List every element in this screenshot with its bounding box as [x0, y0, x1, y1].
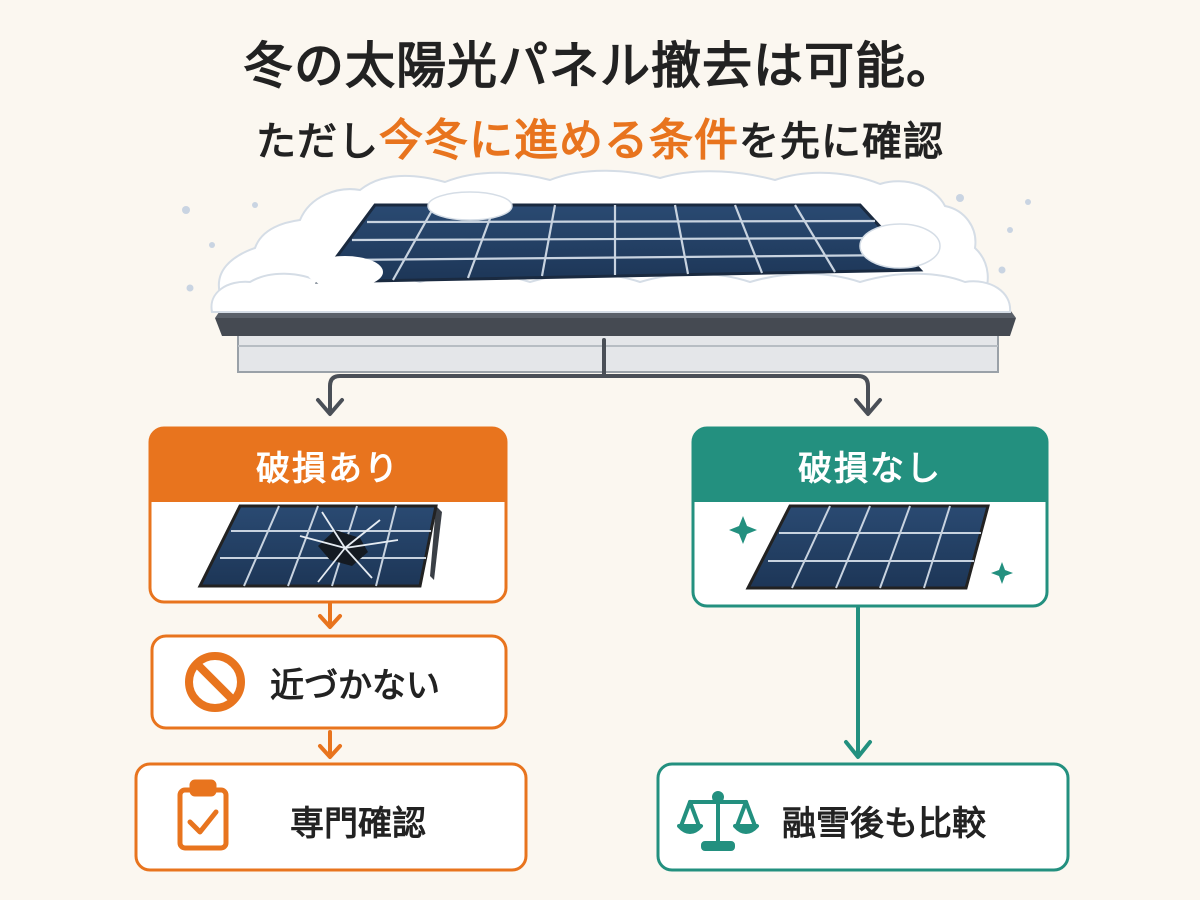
right-branch-header: 破損なし	[693, 428, 1047, 502]
left-step1-label: 近づかない	[270, 665, 440, 706]
subtitle-suffix: を先に確認	[739, 119, 944, 165]
page-subtitle: ただし今冬に進める条件を先に確認	[0, 104, 1200, 168]
left-branch-header: 破損あり	[150, 428, 506, 502]
left-step1-frame	[150, 634, 508, 730]
right-flow-arrow	[844, 606, 872, 759]
subtitle-prefix: ただし	[256, 119, 379, 165]
sparkle-icon	[729, 516, 1013, 584]
snowflakes	[182, 194, 1031, 292]
subtitle-accent: 今冬に進める条件	[379, 115, 739, 166]
right-step1-frame	[656, 762, 1070, 872]
left-flow-arrows	[318, 602, 342, 759]
prohibited-icon	[185, 652, 245, 712]
broken-panel-illustration	[197, 504, 442, 588]
left-step2-frame	[134, 762, 528, 872]
right-step1-label: 融雪後も比較	[782, 803, 986, 844]
clipboard-check-icon	[177, 779, 229, 851]
intact-panel-illustration	[745, 504, 990, 590]
balance-scale-icon	[677, 791, 759, 851]
branch-connector	[316, 338, 882, 416]
roof-solar-panel	[307, 191, 941, 288]
page-title: 冬の太陽光パネル撤去は可能。	[243, 37, 957, 95]
left-step2-label: 専門確認	[290, 803, 426, 844]
